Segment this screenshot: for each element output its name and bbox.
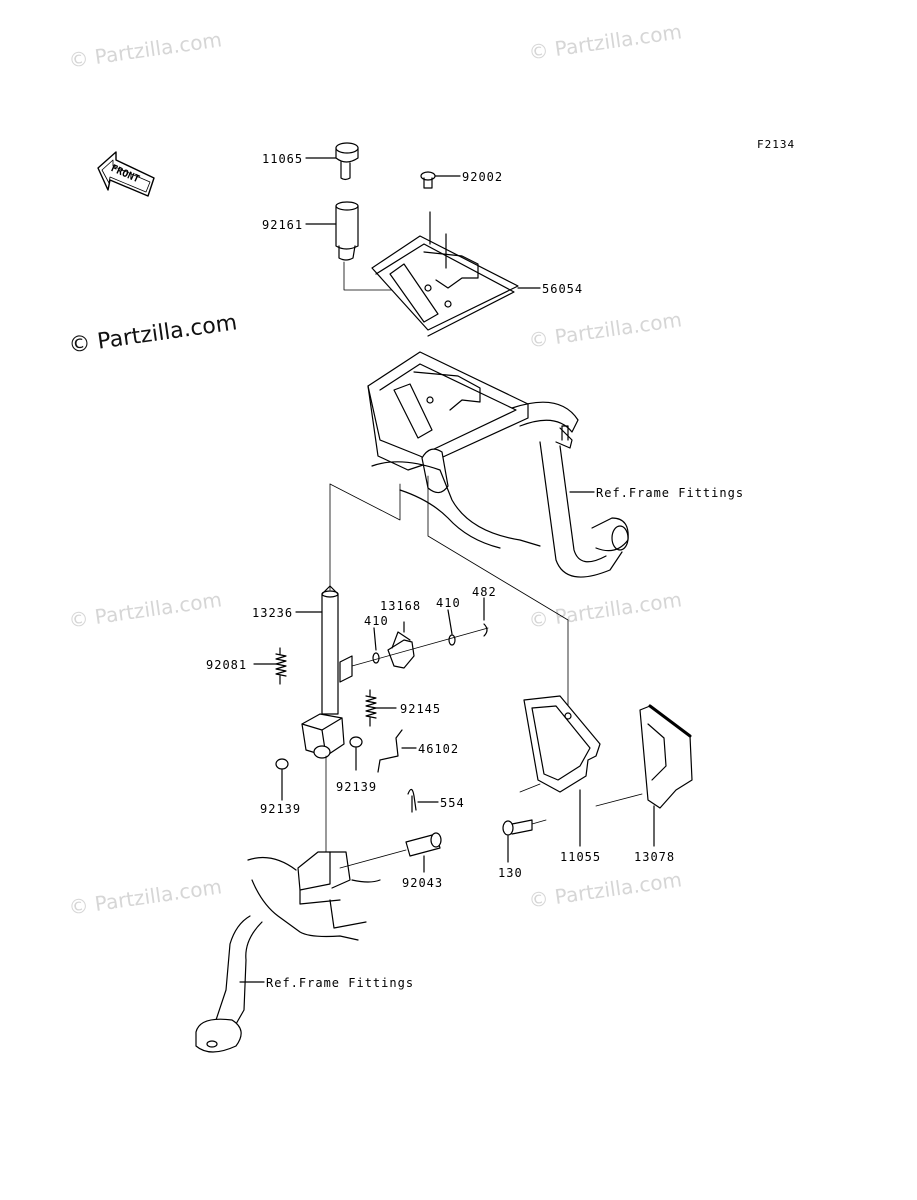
- part-number-label: 554: [440, 796, 465, 810]
- part-number-label: 11055: [560, 850, 602, 864]
- part-number-label: 46102: [418, 742, 460, 756]
- pivot-block-part: [275, 713, 363, 770]
- reference-label: Ref.Frame Fittings: [596, 486, 745, 500]
- part-number-label: 92139: [336, 780, 378, 794]
- part-number-label: 482: [472, 585, 497, 599]
- washer-410: [448, 634, 456, 646]
- frame-tube-upper: [371, 401, 629, 578]
- gate-plate-part: [371, 235, 519, 337]
- part-number-label: 92081: [206, 658, 248, 672]
- screw-part: [420, 171, 436, 189]
- bolt-130-part: [502, 819, 533, 836]
- shift-shaft-part: [321, 585, 353, 715]
- part-number-label: 130: [498, 866, 523, 880]
- figure-code: F2134: [757, 138, 796, 151]
- part-number-label: 92139: [260, 802, 302, 816]
- knob-cap-part: [335, 142, 359, 181]
- part-number-label: 13078: [634, 850, 676, 864]
- spring-92145-part: [365, 689, 377, 727]
- spring-92081-part: [275, 647, 287, 685]
- clip-482: [483, 623, 488, 637]
- shift-bracket-part: [367, 351, 529, 494]
- grip-sleeve-part: [335, 201, 359, 261]
- part-number-label: 92145: [400, 702, 442, 716]
- part-number-label: 92002: [462, 170, 504, 184]
- part-number-label: 13236: [252, 606, 294, 620]
- cotter-pin-554-part: [407, 788, 417, 813]
- part-number-label: 11065: [262, 152, 304, 166]
- part-number-label: 13168: [380, 599, 422, 613]
- pin-92043-part: [405, 832, 442, 857]
- part-number-label: 410: [436, 596, 461, 610]
- plate-13078-part: [639, 704, 693, 809]
- reference-label: Ref.Frame Fittings: [266, 976, 415, 990]
- part-number-label: 92161: [262, 218, 304, 232]
- washer-410: [372, 652, 380, 664]
- cover-11055-part: [523, 695, 601, 793]
- rod-46102-part: [377, 729, 403, 773]
- bushing-92139: [275, 758, 289, 770]
- lever-13168-part: [387, 631, 415, 669]
- brake-pedal-frame: [195, 851, 381, 1053]
- part-number-label: 56054: [542, 282, 584, 296]
- part-number-label: 410: [364, 614, 389, 628]
- part-number-label: 92043: [402, 876, 444, 890]
- front-arrow-icon: FRONT: [97, 151, 155, 197]
